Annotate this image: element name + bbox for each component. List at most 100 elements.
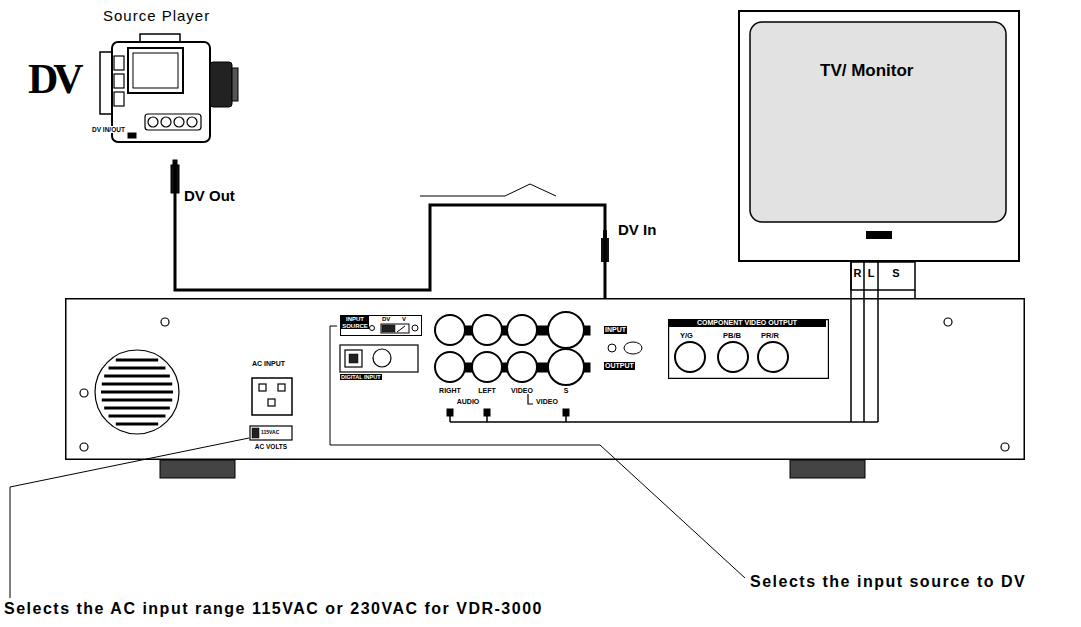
drawing-stroke bbox=[80, 443, 88, 451]
drawing-stroke bbox=[109, 367, 166, 370]
drawing-stroke bbox=[484, 409, 490, 416]
leader-line bbox=[10, 438, 249, 598]
input-source-switch: INPUT SOURCEDVV bbox=[340, 315, 422, 336]
drawing-stroke bbox=[187, 117, 197, 127]
device-heading: Source Player bbox=[103, 8, 210, 25]
jack-label: RIGHT bbox=[439, 387, 461, 395]
drawing-stroke bbox=[161, 117, 171, 127]
drawing-stroke bbox=[133, 53, 178, 88]
leader-line bbox=[330, 326, 745, 578]
signal-name: L bbox=[868, 267, 875, 279]
group-label: VIDEO bbox=[536, 398, 558, 406]
drawing-stroke bbox=[102, 383, 172, 386]
drawing-stroke bbox=[278, 384, 285, 391]
drawing-stroke bbox=[145, 114, 201, 130]
drawing-stroke bbox=[750, 22, 1006, 222]
drawing-stroke bbox=[252, 428, 259, 438]
drawing-stroke bbox=[944, 318, 952, 326]
camcorder-drawing bbox=[100, 34, 238, 193]
drawing-stroke bbox=[528, 394, 533, 404]
panel-label: OUTPUT bbox=[604, 362, 635, 370]
drawing-stroke bbox=[472, 315, 502, 345]
drawing-stroke bbox=[210, 62, 232, 107]
drawing-stroke bbox=[128, 133, 136, 138]
panel-label: DIGITAL INPUT bbox=[340, 374, 382, 380]
drawing-stroke bbox=[866, 231, 892, 239]
drawing-stroke bbox=[447, 409, 453, 416]
panel-label: INPUT SOURCE bbox=[341, 316, 369, 329]
drawing-stroke bbox=[450, 421, 878, 423]
drawing-stroke bbox=[507, 352, 537, 382]
cable-decoration bbox=[420, 184, 556, 196]
rear-panel: AC INPUT INPUT SOURCEDVV COMPONENT VIDEO O… bbox=[65, 298, 1025, 460]
drawing-stroke bbox=[1001, 443, 1009, 451]
connector-label: AC INPUT bbox=[252, 360, 285, 368]
drawing-stroke bbox=[104, 375, 170, 378]
drawing-stroke bbox=[850, 298, 852, 422]
drawing-stroke bbox=[114, 92, 124, 106]
drawing-stroke bbox=[232, 68, 238, 101]
switch-setting: 115VAC bbox=[261, 430, 279, 436]
callout-note: Selects the AC input range 115VAC or 230… bbox=[4, 600, 543, 618]
drawing-stroke bbox=[140, 34, 180, 42]
drawing-stroke bbox=[349, 354, 358, 363]
switch-label: AC VOLTS bbox=[255, 443, 287, 450]
drawing-stroke bbox=[565, 416, 567, 422]
drawing-stroke bbox=[102, 399, 172, 402]
tv-monitor: TV/ Monitor bbox=[738, 10, 1020, 262]
cable-end-label: DV Out bbox=[184, 188, 235, 205]
signal-wire bbox=[877, 262, 879, 298]
drawing-stroke bbox=[877, 298, 879, 422]
drawing-stroke bbox=[174, 117, 184, 127]
drawing-stroke bbox=[268, 399, 275, 406]
signal-wire bbox=[863, 262, 865, 298]
jack-label: PB/B bbox=[723, 332, 741, 340]
signal-wire bbox=[850, 262, 852, 298]
drawing-stroke bbox=[548, 312, 584, 348]
drawing-stroke bbox=[104, 407, 170, 410]
drawing-stroke bbox=[608, 344, 616, 352]
drawing-stroke bbox=[373, 349, 391, 367]
signal-name: R bbox=[854, 267, 862, 279]
drawing-stroke bbox=[675, 342, 705, 372]
dv-logo: DV bbox=[28, 56, 79, 102]
drawing-stroke bbox=[109, 415, 166, 418]
drawing-stroke bbox=[114, 74, 124, 88]
drawing-stroke bbox=[370, 326, 375, 331]
component-video-output: COMPONENT VIDEO OUTPUTY/GPB/BPR/R bbox=[668, 319, 829, 379]
drawing-stroke bbox=[161, 318, 169, 326]
drawing-stroke bbox=[397, 326, 405, 332]
drawing-stroke bbox=[250, 426, 292, 440]
drawing-stroke bbox=[563, 409, 569, 416]
jack-label: Y/G bbox=[680, 332, 693, 340]
jack-label: S bbox=[564, 387, 569, 395]
callout-note: Selects the input source to DV bbox=[750, 573, 1026, 591]
drawing-stroke bbox=[435, 352, 465, 382]
drawing-stroke bbox=[148, 117, 158, 127]
drawing-stroke bbox=[116, 423, 158, 426]
cable-end-label: DV In bbox=[618, 222, 656, 239]
drawing-stroke bbox=[259, 384, 266, 391]
drawing-stroke bbox=[80, 389, 88, 397]
drawing-stroke bbox=[851, 262, 915, 290]
panel-label: INPUT bbox=[604, 326, 627, 334]
camcorder: Source PlayerDV IN/OUT bbox=[95, 32, 230, 162]
panel-drawing bbox=[80, 298, 1009, 478]
drawing-stroke bbox=[624, 342, 642, 354]
jack-label: VIDEO bbox=[511, 387, 533, 395]
drawing-stroke bbox=[381, 324, 409, 333]
device-title: TV/ Monitor bbox=[820, 62, 913, 81]
drawing-stroke bbox=[345, 350, 362, 367]
drawing-stroke bbox=[486, 416, 488, 422]
drawing-stroke bbox=[507, 315, 537, 345]
jack-label: LEFT bbox=[478, 387, 496, 395]
panel-label: COMPONENT VIDEO OUTPUT bbox=[668, 319, 826, 327]
drawing-stroke bbox=[382, 325, 395, 332]
drawing-stroke bbox=[112, 42, 210, 142]
tv-drawing bbox=[750, 22, 1006, 298]
drawing-stroke bbox=[412, 325, 418, 331]
drawing-stroke bbox=[100, 52, 112, 114]
drawing-stroke bbox=[101, 391, 173, 394]
